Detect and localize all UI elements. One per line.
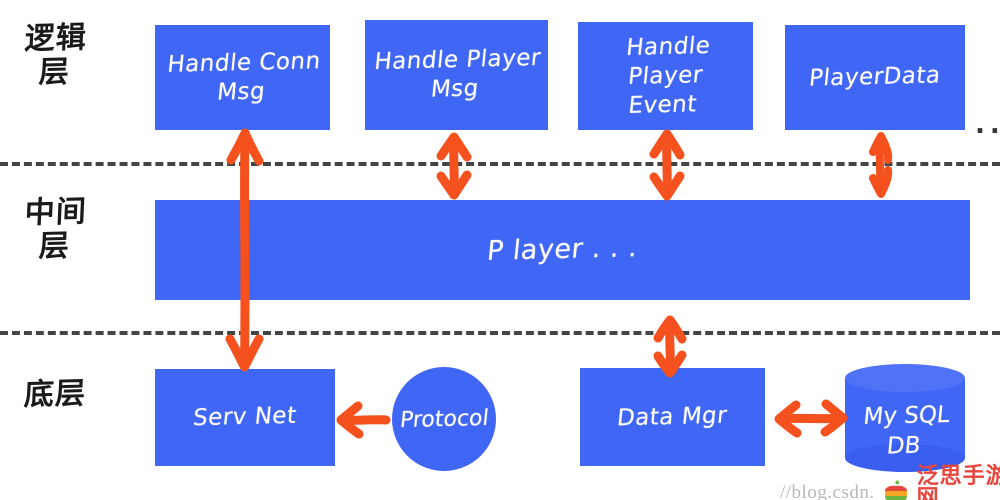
cylinder-top-ellipse: [845, 364, 965, 392]
node-player-label: P layer . . .: [485, 232, 640, 268]
node-serv-net[interactable]: Serv Net: [155, 369, 335, 466]
arrow-player-msg-to-player: [432, 132, 476, 200]
divider-middle-bottom: [0, 331, 1000, 335]
ellipsis-more-logic-nodes: ..: [975, 110, 1000, 140]
node-data-mgr[interactable]: Data Mgr: [580, 368, 765, 466]
watermark-url: //blog.csdn.: [780, 481, 875, 500]
layer-label-middle: 中间层: [23, 194, 88, 264]
node-data-mgr-label: Data Mgr: [616, 402, 729, 432]
node-handle-conn-msg-label: Handle Conn Msg: [166, 47, 322, 106]
arrow-protocol-to-serv-net: [336, 398, 394, 442]
node-handle-player-msg-label: Handle Player Msg: [373, 45, 543, 103]
arrow-player-to-data-mgr: [648, 315, 692, 378]
node-protocol[interactable]: Protocol: [392, 367, 496, 471]
node-mysql-db[interactable]: My SQL DB: [845, 364, 965, 472]
arrow-data-mgr-to-mysql: [772, 396, 850, 442]
watermark: //blog.csdn. 泛思手游网 FANSISHOUYOUWANG: [780, 466, 1000, 500]
node-handle-conn-msg[interactable]: Handle Conn Msg: [155, 25, 330, 130]
divider-logic-middle: [0, 162, 1000, 166]
node-player[interactable]: P layer . . .: [155, 200, 970, 300]
node-handle-player-event[interactable]: Handle Player Event: [578, 22, 753, 130]
watermark-brand-main: 泛思手游网: [916, 464, 1000, 500]
arrow-player-event-to-player: [645, 129, 689, 201]
arrow-conn-msg-to-serv-net: [222, 126, 268, 374]
arrow-player-data-to-player: [862, 130, 900, 200]
node-serv-net-label: Serv Net: [192, 402, 299, 432]
node-player-data-label: PlayerData: [808, 62, 943, 92]
watermark-brand: 泛思手游网 FANSISHOUYOUWANG: [917, 466, 1000, 500]
apple-logo-icon: [881, 478, 911, 500]
node-player-data[interactable]: PlayerData: [785, 25, 965, 130]
cylinder-bottom-ellipse: [845, 444, 965, 472]
node-handle-player-event-label: Handle Player Event: [625, 32, 712, 119]
node-handle-player-msg[interactable]: Handle Player Msg: [365, 20, 548, 130]
layer-label-bottom: 底层: [23, 376, 87, 413]
node-mysql-db-label: My SQL DB: [862, 401, 951, 460]
layer-label-logic: 逻辑层: [23, 20, 88, 90]
node-protocol-label: Protocol: [398, 405, 490, 433]
